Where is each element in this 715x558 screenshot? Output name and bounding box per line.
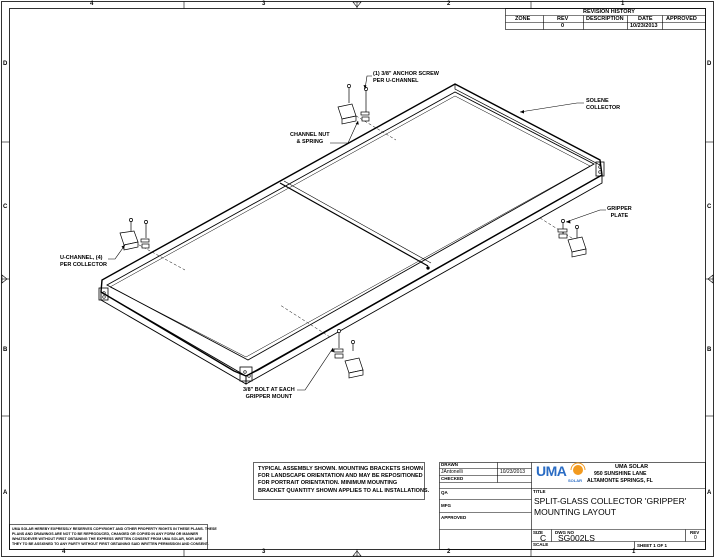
zone-left-b: B xyxy=(3,347,8,353)
zone-left-c: C xyxy=(3,204,8,210)
zone-left-a: A xyxy=(3,490,8,496)
title-label: TITLE xyxy=(533,489,546,494)
dwg-no-label: DWG NO xyxy=(555,530,574,535)
rev-header-approved: APPROVED xyxy=(666,16,697,22)
callout-u-channel-line2: PER COLLECTOR xyxy=(60,261,107,268)
zone-bottom-4: 4 xyxy=(62,549,66,555)
zone-top-1: 1 xyxy=(621,1,625,7)
assembly-note-line1: TYPICAL ASSEMBLY SHOWN. MOUNTING BRACKET… xyxy=(258,466,424,472)
drawing-title-line2: MOUNTING LAYOUT xyxy=(534,507,617,517)
assembly-note: TYPICAL ASSEMBLY SHOWN. MOUNTING BRACKET… xyxy=(258,466,429,495)
zone-right-c: C xyxy=(707,204,712,210)
drawn-label: DRAWN xyxy=(441,462,458,467)
company-name: UMA SOLAR xyxy=(615,464,649,470)
assembly-note-line3: FOR PORTRAIT ORIENTATION. MINIMUM MOUNTI… xyxy=(258,480,398,487)
zone-top-4: 4 xyxy=(90,1,94,7)
zone-top-2: 2 xyxy=(447,1,451,7)
drawn-date: 10/23/2013 xyxy=(500,469,526,475)
proprietary-line3: WHATSOEVER WITHOUT FIRST OBTAINING THE E… xyxy=(12,537,203,541)
callout-gripper-plate: GRIPPER PLATE xyxy=(607,206,632,219)
proprietary-line2: PLANS AND DRAWINGS ARE NOT TO BE REPRODU… xyxy=(12,532,199,536)
rev-label: REV xyxy=(690,530,700,535)
logo-wordmark: UMA xyxy=(536,463,567,479)
callout-bolt-line2: GRIPPER MOUNT xyxy=(245,393,293,400)
rev-value: 0 xyxy=(694,535,697,541)
callout-gripper-plate-line2: PLATE xyxy=(610,212,629,219)
drawn-by: JAntonelli xyxy=(441,469,463,475)
drawing-title-line1: SPLIT-GLASS COLLECTOR 'GRIPPER' xyxy=(534,496,687,506)
qa-label: QA xyxy=(441,490,448,495)
zone-bottom-2: 2 xyxy=(447,549,451,555)
callout-bolt-line1: 3/8" BOLT AT EACH xyxy=(243,387,295,393)
assembly-note-line4: BRACKET QUANTITY SHOWN APPLIES TO ALL IN… xyxy=(258,487,430,494)
size-label: SIZE xyxy=(533,530,544,535)
proprietary-line4: THEY TO BE ASSIGNED TO ANY PARTY WITHOUT… xyxy=(12,542,209,546)
callout-solene-line1: SOLENE xyxy=(586,98,609,104)
zone-bottom-3: 3 xyxy=(262,549,266,555)
callout-u-channel-line1: U-CHANNEL, (4) xyxy=(60,255,103,261)
revision-history-title: REVISION HISTORY xyxy=(583,9,635,15)
assembly-note-line2: FOR LANDSCAPE ORIENTATION AND MAY BE REP… xyxy=(258,473,423,480)
callout-gripper-plate-line1: GRIPPER xyxy=(607,206,632,212)
uma-logo xyxy=(570,462,586,475)
rev-header-rev: REV xyxy=(557,16,569,22)
sheet-size: C xyxy=(540,533,547,543)
callout-bolt: 3/8" BOLT AT EACH GRIPPER MOUNT xyxy=(243,387,295,400)
zone-right-a: A xyxy=(707,490,712,496)
callout-anchor-screw-line2: PER U-CHANNEL xyxy=(373,77,419,84)
proprietary-line1: UMA SOLAR HEREBY EXPRESSLY RESERVES COPY… xyxy=(12,527,217,531)
callout-channel-nut: CHANNEL NUT & SPRING xyxy=(290,132,330,145)
checked-label: CHECKED xyxy=(441,476,464,481)
zone-top-3: 3 xyxy=(262,1,266,7)
callout-channel-nut-line2: & SPRING xyxy=(296,138,324,145)
logo-subtext: SOLAR xyxy=(568,478,582,483)
callout-anchor-screw: (1) 3/8" ANCHOR SCREW PER U-CHANNEL xyxy=(373,71,439,84)
callout-anchor-screw-line1: (1) 3/8" ANCHOR SCREW xyxy=(373,71,439,77)
rev-header-description: DESCRIPTION xyxy=(586,16,624,22)
approved-label: APPROVED xyxy=(441,515,467,520)
callout-u-channel: U-CHANNEL, (4) PER COLLECTOR xyxy=(60,255,107,268)
zone-bottom-1: 1 xyxy=(632,549,636,555)
company-address-1: 950 SUNSHINE LANE xyxy=(594,471,647,477)
callout-channel-nut-line1: CHANNEL NUT xyxy=(290,132,330,138)
mfg-label: MFG xyxy=(441,503,451,508)
rev-header-zone: ZONE xyxy=(515,16,531,22)
dwg-no: SG002LS xyxy=(558,533,595,543)
rev-cell-rev: 0 xyxy=(561,23,565,29)
zone-left-d: D xyxy=(3,61,8,67)
zone-right-b: B xyxy=(707,347,712,353)
callout-solene-collector: SOLENE COLLECTOR xyxy=(586,98,620,111)
rev-cell-date: 10/23/2013 xyxy=(630,23,658,29)
company-address-2: ALTAMONTE SPRINGS, FL xyxy=(587,478,653,484)
callout-solene-line2: COLLECTOR xyxy=(586,104,621,111)
rev-header-date: DATE xyxy=(638,16,653,22)
zone-right-d: D xyxy=(707,61,712,67)
sheet-number: SHEET 1 OF 1 xyxy=(637,543,668,548)
proprietary-notice: UMA SOLAR HEREBY EXPRESSLY RESERVES COPY… xyxy=(12,527,217,547)
scale-label: SCALE xyxy=(533,542,549,547)
